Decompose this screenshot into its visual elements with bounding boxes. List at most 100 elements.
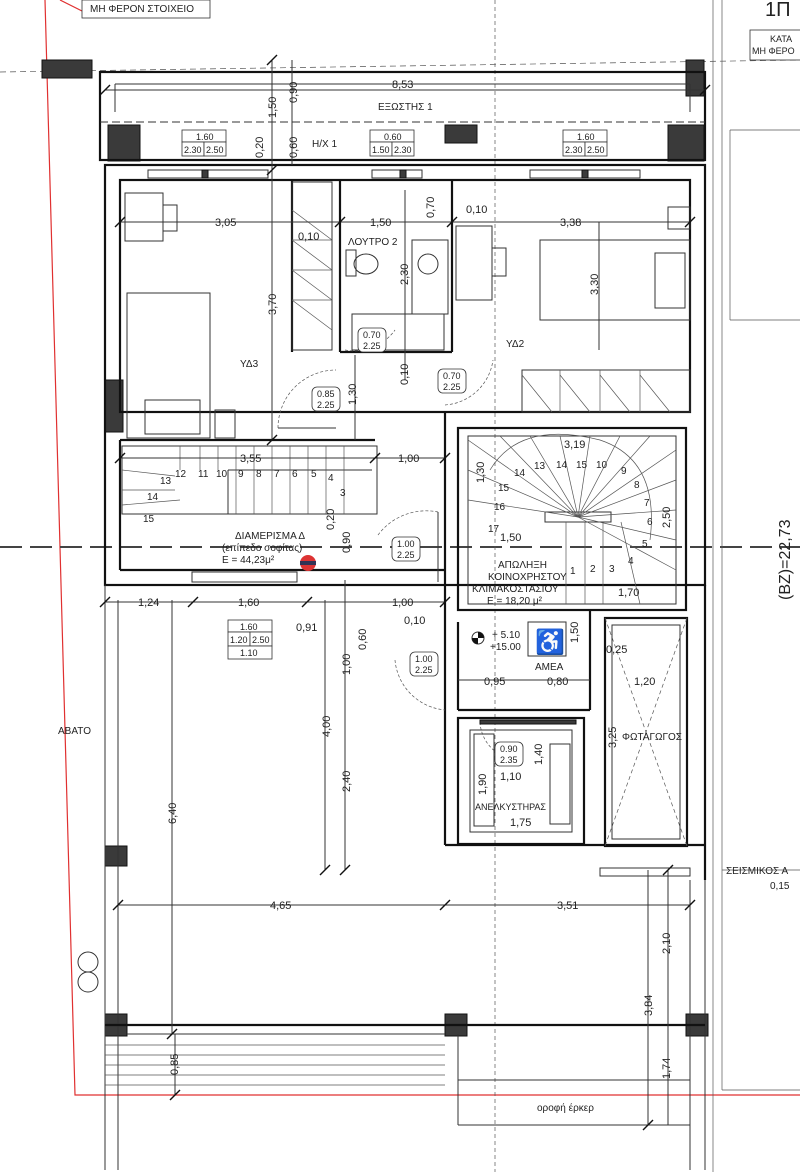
top-right-code: 1Π [765,0,791,21]
svg-text:0.85: 0.85 [317,389,335,399]
svg-text:6,40: 6,40 [167,803,179,824]
svg-text:2.25: 2.25 [443,382,461,392]
svg-text:3: 3 [340,488,346,499]
svg-text:2.50: 2.50 [587,145,605,155]
svg-text:6: 6 [647,517,653,528]
svg-text:1.60: 1.60 [240,622,258,632]
stair-loss-3: ΚΛΙΜΑΚΟΣΤΑΣΙΟΥ [472,584,559,595]
bed-ud3 [126,292,211,439]
lightwell [603,616,689,848]
svg-text:2.25: 2.25 [415,665,433,675]
svg-text:1,50: 1,50 [569,622,581,643]
elevator-label: ΑΝΕΛΚΥΣΤΗΡΑΣ [475,802,546,812]
svg-text:3,38: 3,38 [560,217,581,229]
column [41,59,93,79]
toilet-icon [345,249,379,277]
window-tag: 1.60 2.30 2.50 [562,129,608,157]
svg-text:+ 5.10: + 5.10 [492,630,521,641]
svg-text:14: 14 [556,460,568,471]
erker-label: οροφή έρκερ [537,1102,594,1114]
svg-text:0,10: 0,10 [298,231,319,243]
svg-text:0.90: 0.90 [500,744,518,754]
svg-text:1,00: 1,00 [398,453,419,465]
svg-text:2,50: 2,50 [661,507,673,528]
svg-text:1,60: 1,60 [238,597,259,609]
svg-text:0,20: 0,20 [254,137,266,158]
svg-text:3,55: 3,55 [240,453,261,465]
svg-text:1,50: 1,50 [500,532,521,544]
svg-text:0.60: 0.60 [384,132,402,142]
svg-text:3,84: 3,84 [643,995,655,1016]
window-tag: 1.60 1.20 2.50 1.10 [227,619,273,660]
svg-text:3,19: 3,19 [564,439,585,451]
svg-text:5: 5 [311,469,317,480]
door-tag: 1.002.25 [409,651,439,677]
svg-text:2.25: 2.25 [317,400,335,410]
desk-ud2 [455,225,493,301]
svg-text:2.30: 2.30 [394,145,412,155]
dimension-lines [105,60,705,1125]
svg-text:15: 15 [143,514,155,525]
bz-label: (ΒΖ)=22,73 [777,519,794,600]
seismic-value: 0,15 [770,881,790,892]
svg-text:7: 7 [644,498,650,509]
svg-text:1: 1 [570,566,576,577]
door-tag: 1.002.25 [391,536,421,562]
stair-loss-area: Ε = 18,20 μ² [487,596,543,607]
door-tag: 0.902.35 [494,741,524,767]
svg-text:6: 6 [292,469,298,480]
dimension-ticks [99,54,711,1131]
svg-text:0,10: 0,10 [404,615,425,627]
svg-text:1,30: 1,30 [475,462,487,483]
svg-text:0,85: 0,85 [169,1054,181,1075]
svg-text:3,05: 3,05 [215,217,236,229]
svg-text:14: 14 [147,492,159,503]
svg-text:2.25: 2.25 [397,550,415,560]
drain-icon [77,971,99,993]
svg-text:0,80: 0,80 [547,676,568,688]
wardrobe-left [291,181,333,351]
top-right-note1: ΚΑΤΑ [770,34,792,44]
hx-label: Η/Χ 1 [312,139,337,150]
svg-text:4,00: 4,00 [321,716,333,737]
stair-loss-2: ΚΟΙΝΟΧΡΗΣΤΟΥ [488,572,567,583]
door-tag: 0.702.25 [437,368,467,394]
svg-text:7: 7 [274,469,280,480]
svg-text:4,65: 4,65 [270,900,291,912]
svg-text:+15.00: +15.00 [490,642,521,653]
ref-line [0,59,800,73]
bath-label: ΛΟΥΤΡΟ 2 [348,237,398,248]
windows-top [147,169,641,179]
svg-text:9: 9 [621,466,627,477]
door-tag: 0.852.25 [311,386,341,412]
drain-icon [77,951,99,973]
stair-loss-1: ΑΠΩΛΗΞΗ [498,560,547,571]
bed-ud2 [539,239,691,321]
bed2-label: ΥΔ2 [506,339,525,350]
svg-text:2,40: 2,40 [341,771,353,792]
svg-text:2,10: 2,10 [661,933,673,954]
svg-text:1,40: 1,40 [533,744,545,765]
balcony-label: ΕΞΩΣΤΗΣ 1 [378,102,433,113]
amea-label: ΑΜΕΑ [535,662,564,673]
svg-text:8,53: 8,53 [392,79,413,91]
neighbor-hatch [722,129,800,1091]
svg-text:2.30: 2.30 [565,145,583,155]
svg-text:2.50: 2.50 [206,145,224,155]
column [107,124,141,162]
svg-text:0,95: 0,95 [484,676,505,688]
sink-icon [417,253,439,275]
svg-text:1,90: 1,90 [477,774,489,795]
property-line [44,0,800,1096]
svg-text:0,10: 0,10 [399,364,411,385]
window-tag: 1.60 2.30 2.50 [181,129,227,157]
window-tag: 0.60 1.50 2.30 [369,129,415,157]
top-left-note: ΜΗ ΦΕΡΟΝ ΣΤΟΙΧΕΙΟ [90,4,194,15]
svg-text:0,60: 0,60 [357,629,369,650]
svg-text:1.00: 1.00 [415,654,433,664]
apartment-area: Ε = 44,23μ² [222,555,275,566]
svg-text:8: 8 [256,469,262,480]
svg-text:1,24: 1,24 [138,597,159,609]
svg-text:1.20: 1.20 [230,635,248,645]
